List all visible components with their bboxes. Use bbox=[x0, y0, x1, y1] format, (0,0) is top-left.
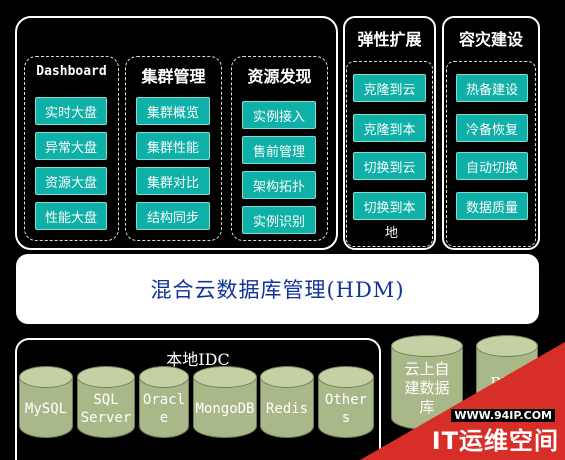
switch-to-cloud-button[interactable]: 切换到云 bbox=[353, 152, 426, 180]
anomaly-dashboard-button[interactable]: 异常大盘 bbox=[35, 132, 107, 160]
cluster-overview-button[interactable]: 集群概览 bbox=[136, 97, 210, 125]
elastic-scaling-panel: 弹性扩展 克隆到云 克隆到本 切换到云 切换到本 地 bbox=[343, 16, 436, 250]
resource-discovery-title: 资源发现 bbox=[247, 67, 312, 86]
dashboard-group: Dashboard 实时大盘 异常大盘 资源大盘 性能大盘 bbox=[24, 56, 119, 241]
redis-label: Redis bbox=[265, 401, 309, 417]
watermark-name: IT运维空间 bbox=[431, 427, 559, 455]
auto-switch-button[interactable]: 自动切换 bbox=[456, 152, 528, 180]
watermark-url: WWW.94IP.COM bbox=[451, 409, 555, 422]
data-quality-button[interactable]: 数据质量 bbox=[456, 192, 528, 220]
watermark: WWW.94IP.COM IT运维空间 bbox=[360, 342, 565, 460]
local-idc-title: 本地IDC bbox=[166, 350, 230, 369]
redis-cylinder[interactable]: Redis bbox=[260, 366, 314, 438]
elastic-scaling-group: 克隆到云 克隆到本 切换到云 切换到本 地 bbox=[346, 61, 433, 247]
cold-restore-button[interactable]: 冷备恢复 bbox=[456, 114, 528, 142]
cluster-compare-button[interactable]: 集群对比 bbox=[136, 167, 210, 195]
instance-access-button[interactable]: 实例接入 bbox=[242, 101, 316, 129]
watermark-triangle bbox=[360, 342, 565, 460]
mongodb-label: MongoDB bbox=[195, 401, 255, 417]
performance-dashboard-button[interactable]: 性能大盘 bbox=[35, 202, 107, 230]
management-panel bbox=[15, 16, 338, 250]
mysql-label: MySQL bbox=[24, 401, 68, 417]
disaster-recovery-title: 容灾建设 bbox=[458, 30, 523, 49]
resource-discovery-group: 资源发现 实例接入 售前管理 架构拓扑 实例识别 bbox=[231, 56, 328, 241]
cluster-management-group: 集群管理 集群概览 集群性能 集群对比 结构同步 bbox=[125, 56, 222, 241]
realtime-dashboard-button[interactable]: 实时大盘 bbox=[35, 97, 107, 125]
clone-to-local-button[interactable]: 克隆到本 bbox=[353, 114, 426, 142]
others-label: Other s bbox=[324, 392, 368, 426]
dashboard-title: Dashboard bbox=[36, 64, 107, 79]
hot-standby-button[interactable]: 热备建设 bbox=[456, 74, 528, 102]
sqlserver-cylinder[interactable]: SQL Server bbox=[77, 366, 135, 438]
cluster-performance-button[interactable]: 集群性能 bbox=[136, 132, 210, 160]
presales-management-button[interactable]: 售前管理 bbox=[242, 136, 316, 164]
switch-to-local-button[interactable]: 切换到本 bbox=[353, 192, 426, 220]
instance-identify-button[interactable]: 实例识别 bbox=[242, 206, 316, 234]
cluster-management-title: 集群管理 bbox=[141, 67, 206, 86]
disaster-recovery-panel: 容灾建设 热备建设 冷备恢复 自动切换 数据质量 bbox=[442, 16, 540, 250]
hdm-bar: 混合云数据库管理(HDM) bbox=[16, 254, 539, 324]
clone-to-cloud-button[interactable]: 克隆到云 bbox=[353, 74, 426, 102]
oracle-cylinder[interactable]: Oracl e bbox=[139, 366, 189, 438]
architecture-topology-button[interactable]: 架构拓扑 bbox=[242, 171, 316, 199]
hdm-label: 混合云数据库管理(HDM) bbox=[150, 278, 405, 302]
mysql-cylinder[interactable]: MySQL bbox=[19, 366, 73, 438]
schema-sync-button[interactable]: 结构同步 bbox=[136, 202, 210, 230]
mongodb-cylinder[interactable]: MongoDB bbox=[193, 366, 257, 438]
sqlserver-label: SQL Server bbox=[80, 392, 132, 426]
disaster-recovery-group: 热备建设 冷备恢复 自动切换 数据质量 bbox=[446, 61, 536, 247]
overflow-char: 地 bbox=[385, 226, 399, 241]
elastic-scaling-title: 弹性扩展 bbox=[357, 30, 422, 49]
resource-dashboard-button[interactable]: 资源大盘 bbox=[35, 167, 107, 195]
oracle-label: Oracl e bbox=[142, 392, 186, 426]
